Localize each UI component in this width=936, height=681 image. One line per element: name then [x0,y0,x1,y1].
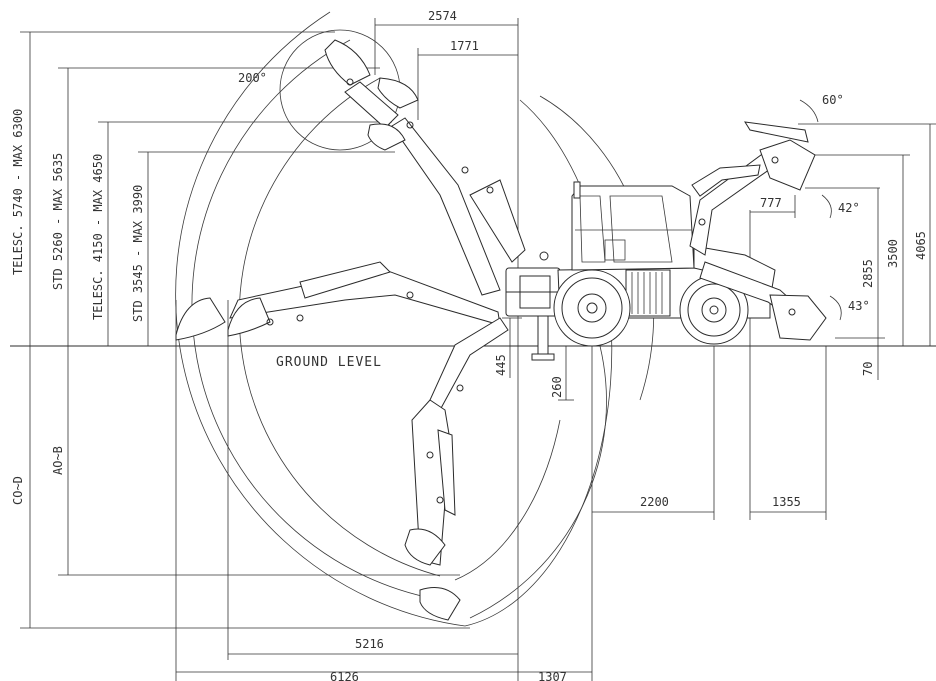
dim-1355: 1355 [772,495,801,509]
reach-arcs [175,11,655,627]
dim-4065: 4065 [914,231,928,260]
dim-2855: 2855 [861,259,875,288]
angle-42-label: 42° [838,201,860,215]
dim-2574: 2574 [428,9,457,23]
angle-arc-42 [821,194,832,219]
backhoe-arm-raised [324,39,526,296]
std-reach-label: STD 5260 - MAX 5635 [51,153,65,290]
std-height-label: STD 3545 - MAX 3990 [131,185,145,322]
backhoe-arm-extended [175,261,501,341]
ground-level-label: GROUND LEVEL [276,355,382,370]
dim-70: 70 [861,362,875,376]
loader-height-dimensions [750,123,936,380]
dim-2200: 2200 [640,495,669,509]
front-wheel [679,275,749,345]
backhoe-arm-lowered [404,317,509,621]
bottom-dimensions [175,300,593,681]
angle-200-label: 200° [238,71,267,85]
dim-777: 777 [760,196,782,210]
telesc-height-label: TELESC. 4150 - MAX 4650 [91,154,105,320]
dim-445: 445 [494,354,508,376]
center-dimensions [502,317,574,401]
loader-arm-raised [689,121,816,256]
top-dimensions [374,18,519,681]
loader-arm-lowered [699,261,827,341]
angle-arc-60 [799,99,819,123]
swing-bracket [505,251,561,361]
angle-arc-43 [829,295,842,321]
dim-1771: 1771 [450,39,479,53]
left-vertical-dimensions [20,31,470,629]
angle-43-label: 43° [848,299,870,313]
dim-1307: 1307 [538,670,567,681]
dim-260: 260 [550,376,564,398]
telesc-max-reach-label: TELESC. 5740 - MAX 6300 [11,109,25,275]
dim-6126: 6126 [330,670,359,681]
dim-3500: 3500 [886,239,900,268]
dim-5216: 5216 [355,637,384,651]
angle-60-label: 60° [822,93,844,107]
ao-b-label: AO~B [51,446,65,475]
co-d-label: CO~D [11,476,25,505]
rear-wheel [553,269,631,347]
